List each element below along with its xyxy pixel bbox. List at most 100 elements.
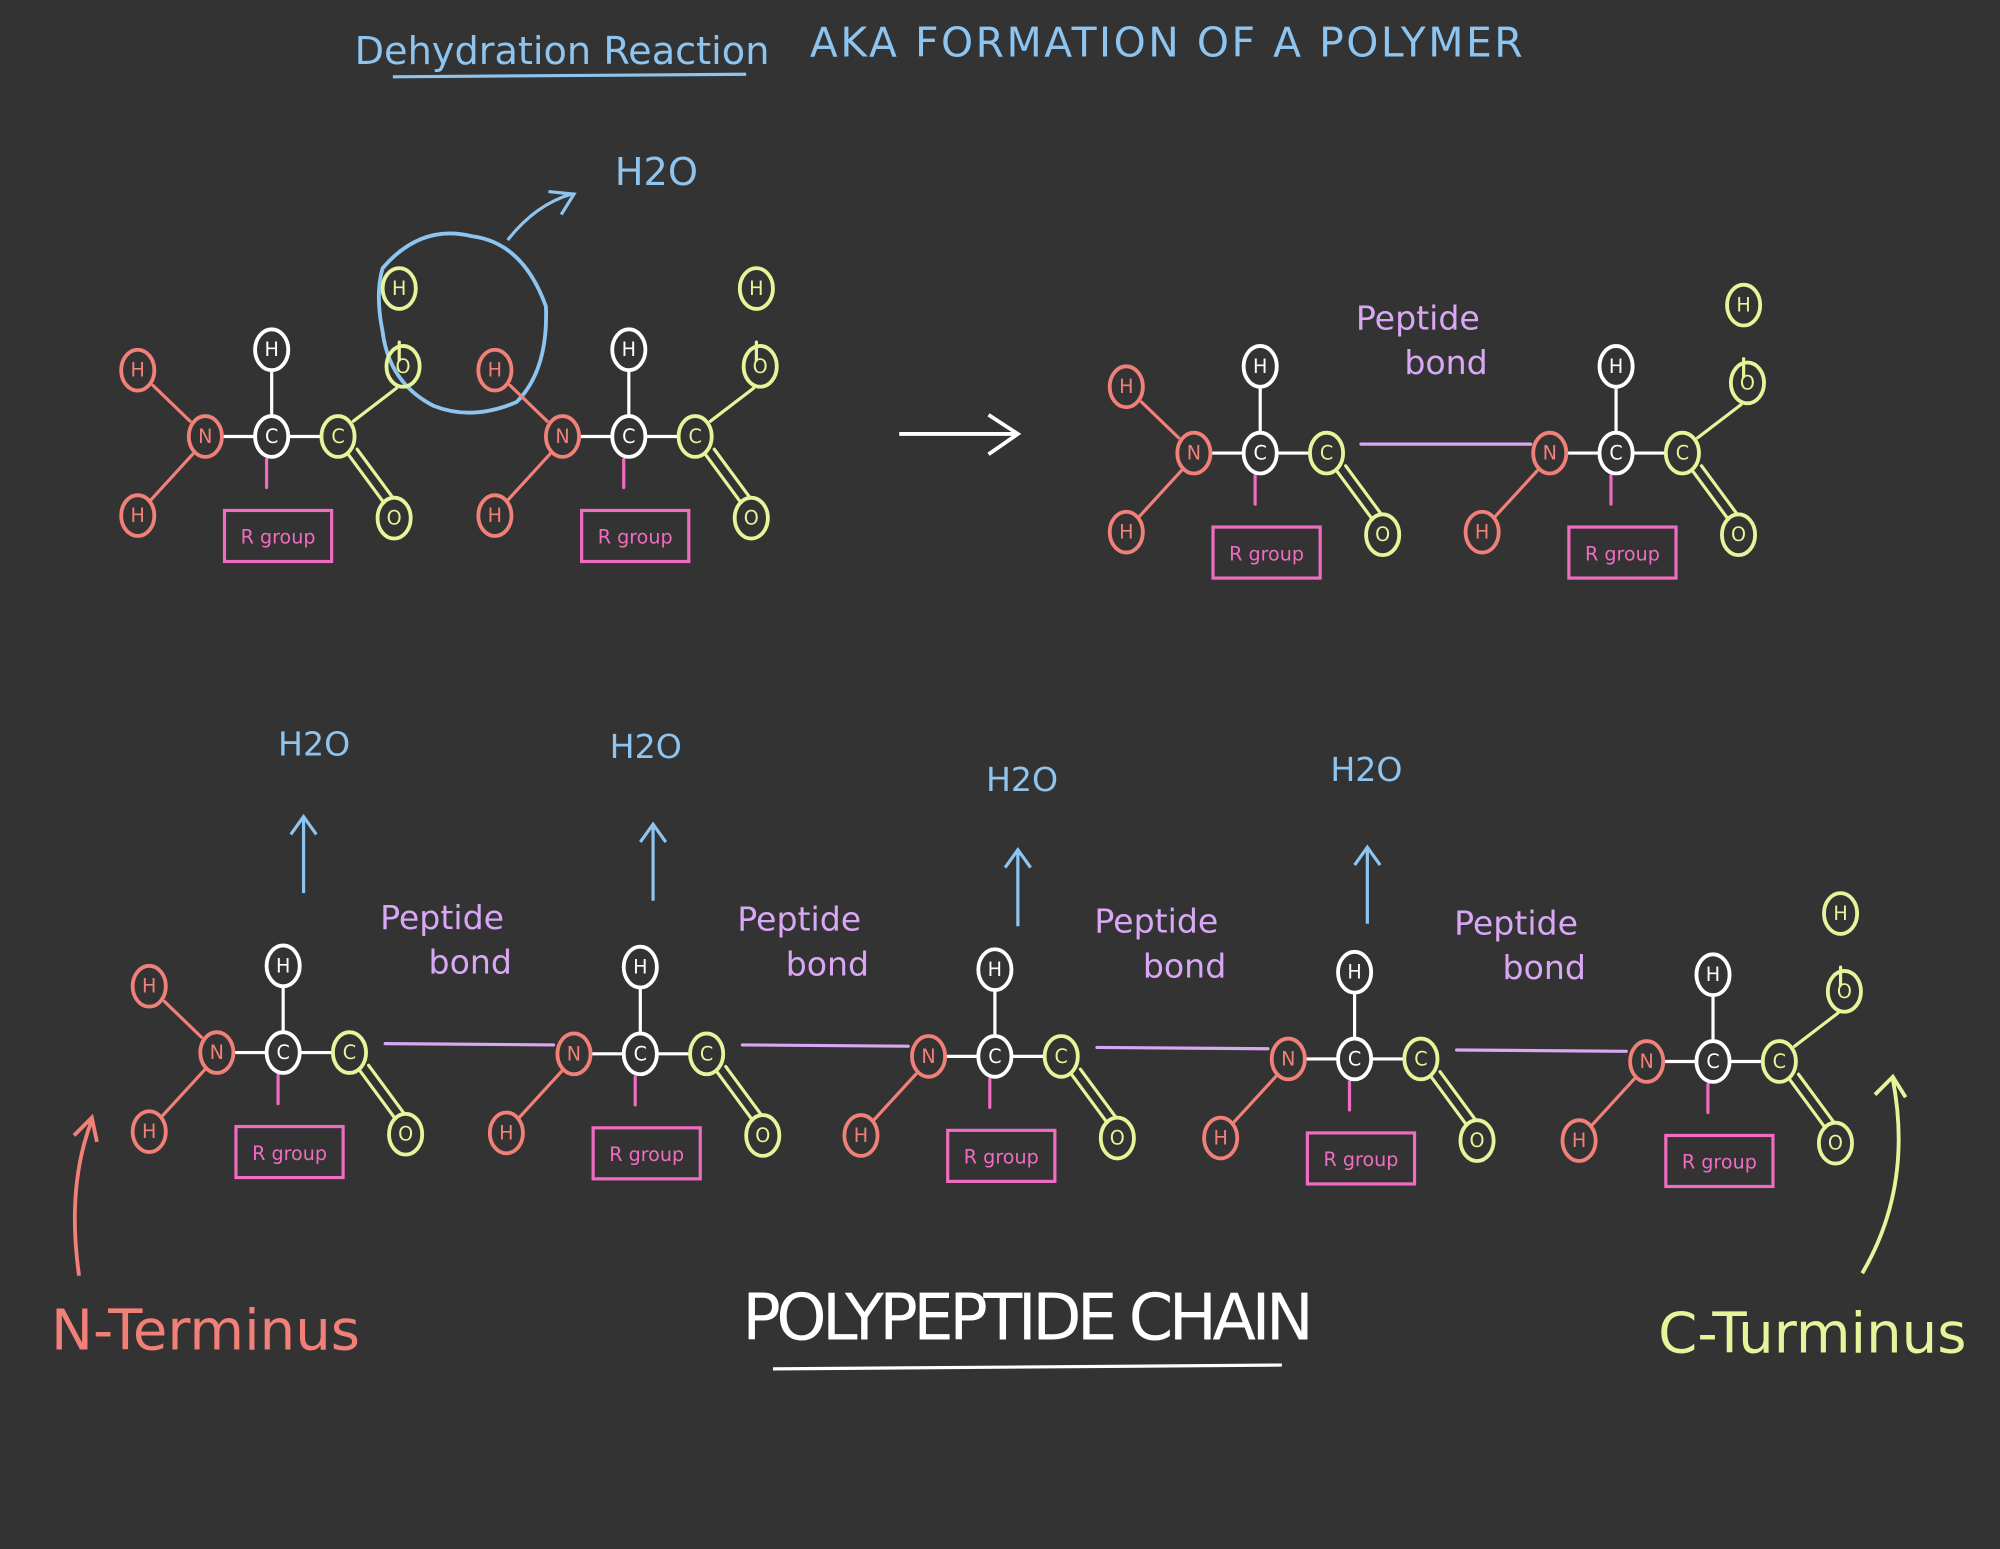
carboxyl-carbon-atom-symbol: C bbox=[1676, 442, 1689, 465]
amine-hydrogen-atom: H bbox=[1463, 509, 1501, 555]
alpha-carbon-atom-ring bbox=[1694, 1039, 1732, 1084]
nitrogen-atom: N bbox=[186, 414, 224, 459]
amine-hydrogen-atom-ring bbox=[1107, 509, 1145, 555]
nitrogen-atom: N bbox=[1531, 430, 1569, 476]
double-bond-oxygen-atom-ring bbox=[1720, 512, 1758, 558]
carboxyl-carbon-atom: C bbox=[1308, 430, 1346, 476]
double-bond-oxygen-atom: O bbox=[1816, 1120, 1854, 1166]
peptide-bond-line bbox=[1095, 1045, 1270, 1051]
alpha-carbon-atom: C bbox=[1694, 1039, 1732, 1084]
bond-line bbox=[724, 1064, 764, 1117]
hydrogen-atom-symbol: H bbox=[1253, 355, 1267, 378]
hydroxyl-hydrogen-atom-ring bbox=[380, 266, 418, 311]
bond-line bbox=[712, 447, 752, 500]
alpha-carbon-atom-ring bbox=[621, 1031, 659, 1077]
nitrogen-atom: N bbox=[1269, 1036, 1307, 1082]
alpha-carbon-atom: C bbox=[976, 1034, 1014, 1079]
bond-line bbox=[872, 1072, 918, 1122]
amine-hydrogen-atom: H bbox=[130, 963, 168, 1009]
bond-line bbox=[517, 1070, 563, 1120]
bond-line bbox=[355, 447, 395, 500]
hydroxyl-hydrogen-atom: H bbox=[737, 266, 775, 311]
double-bond-oxygen-atom-ring bbox=[1364, 512, 1402, 558]
hydrogen-atom-ring bbox=[610, 327, 648, 373]
carboxyl-carbon-atom-symbol: C bbox=[688, 425, 701, 448]
alpha-carbon-atom-ring bbox=[253, 414, 291, 459]
amine-hydrogen-atom-symbol: H bbox=[142, 975, 156, 998]
hydroxyl-hydrogen-atom-symbol: H bbox=[749, 277, 763, 300]
chain-title: POLYPEPTIDE CHAIN bbox=[742, 1282, 1314, 1371]
r-group-box: R group bbox=[1305, 1131, 1417, 1186]
nitrogen-atom-ring bbox=[198, 1030, 236, 1075]
nitrogen-atom-ring bbox=[1175, 430, 1213, 476]
water-release-arrow-icon bbox=[1353, 844, 1382, 924]
alpha-carbon-atom-symbol: C bbox=[622, 425, 635, 448]
hydrogen-atom-ring bbox=[976, 947, 1014, 992]
hydrogen-atom-symbol: H bbox=[1706, 963, 1720, 986]
bond-line bbox=[351, 386, 399, 423]
alpha-carbon-atom-symbol: C bbox=[265, 425, 278, 448]
double-bond-oxygen-atom-symbol: O bbox=[387, 507, 402, 530]
amine-hydrogen-atom-symbol: H bbox=[131, 359, 145, 382]
hydrogen-atom: H bbox=[1597, 344, 1635, 389]
hydrogen-atom: H bbox=[610, 327, 648, 373]
arrow-head bbox=[1353, 844, 1382, 866]
double-bond-oxygen-atom-ring bbox=[744, 1113, 782, 1158]
alpha-carbon-atom-symbol: C bbox=[1348, 1047, 1361, 1070]
r-group-label: R group bbox=[609, 1143, 684, 1166]
bond-line bbox=[346, 452, 386, 505]
hydrogen-atom-ring bbox=[1336, 949, 1374, 995]
bond-line bbox=[1796, 1072, 1836, 1125]
hydroxyl-oxygen-atom: O bbox=[384, 344, 422, 389]
carboxyl-carbon-atom-ring bbox=[688, 1031, 726, 1077]
double-bond-oxygen-atom-ring bbox=[1098, 1115, 1136, 1161]
amine-hydrogen-atom-symbol: H bbox=[499, 1121, 513, 1144]
carboxyl-carbon-atom-symbol: C bbox=[1773, 1050, 1786, 1073]
bond-line bbox=[1335, 469, 1375, 521]
n-terminus-arrow-icon bbox=[72, 1113, 99, 1277]
hydroxyl-hydrogen-atom-symbol: H bbox=[1833, 902, 1847, 925]
r-group-label: R group bbox=[964, 1146, 1039, 1169]
bond-line bbox=[1231, 1075, 1278, 1125]
carboxyl-carbon-atom-ring bbox=[330, 1030, 368, 1075]
r-group-box: R group bbox=[1567, 525, 1678, 580]
alpha-carbon-atom-symbol: C bbox=[988, 1045, 1001, 1068]
hydroxyl-oxygen-atom-symbol: O bbox=[753, 355, 768, 378]
double-bond-oxygen-atom: O bbox=[1364, 512, 1402, 558]
nitrogen-atom-ring bbox=[910, 1034, 948, 1079]
amine-hydrogen-atom-ring bbox=[119, 347, 157, 393]
double-bond-oxygen-atom-ring bbox=[387, 1111, 425, 1157]
carboxyl-carbon-atom-symbol: C bbox=[331, 425, 344, 448]
double-bond-oxygen-atom-ring bbox=[732, 495, 770, 541]
n-terminus-label: N-Terminus bbox=[51, 1299, 360, 1364]
bond-line bbox=[1078, 1067, 1118, 1120]
hydroxyl-oxygen-atom-symbol: O bbox=[1740, 371, 1755, 394]
amine-hydrogen-atom: H bbox=[119, 493, 157, 538]
amine-hydrogen-atom: H bbox=[119, 347, 157, 393]
double-bond-oxygen-atom-symbol: O bbox=[1110, 1127, 1125, 1150]
peptide-label-line2: bond bbox=[429, 942, 512, 981]
double-bond-oxygen-atom-symbol: O bbox=[755, 1124, 770, 1147]
hydrogen-atom: H bbox=[621, 944, 659, 990]
amine-hydrogen-atom-ring bbox=[487, 1110, 525, 1156]
r-group-rect bbox=[222, 508, 334, 564]
double-bond-oxygen-atom: O bbox=[1458, 1118, 1496, 1163]
hydrogen-atom-ring bbox=[264, 943, 302, 989]
carboxyl-carbon-atom-ring bbox=[676, 414, 714, 459]
double-bond-oxygen-atom-symbol: O bbox=[1470, 1129, 1485, 1152]
hydroxyl-hydrogen-atom-symbol: H bbox=[1736, 294, 1750, 317]
peptide-bond-line bbox=[1455, 1048, 1628, 1053]
amine-hydrogen-atom-symbol: H bbox=[488, 504, 502, 527]
bond-line bbox=[1069, 1072, 1109, 1125]
amine-hydrogen-atom-symbol: H bbox=[131, 504, 145, 527]
arrow-head bbox=[639, 821, 668, 844]
chain-title-underline bbox=[772, 1363, 1282, 1371]
double-bond-oxygen-atom: O bbox=[1098, 1115, 1136, 1161]
nitrogen-atom-ring bbox=[1628, 1039, 1666, 1084]
r-group-rect bbox=[234, 1124, 345, 1180]
